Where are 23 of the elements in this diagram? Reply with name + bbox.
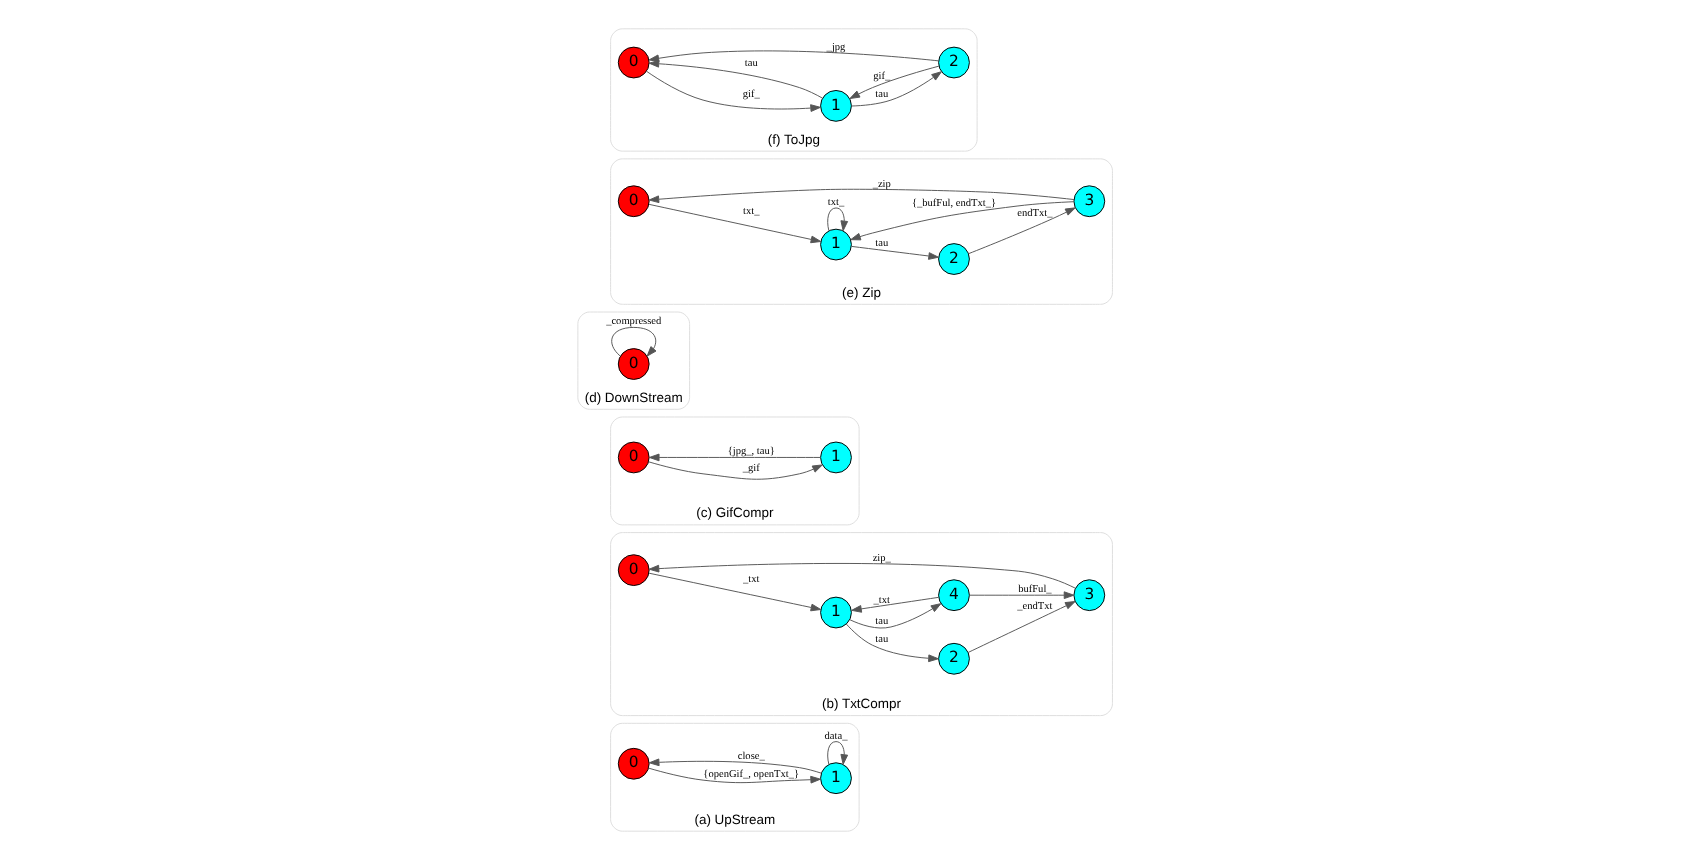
arrow	[967, 207, 1075, 255]
arrow	[966, 601, 1075, 653]
arrow	[850, 245, 938, 260]
arrow	[826, 741, 848, 765]
arrow	[848, 603, 941, 629]
arrow	[645, 70, 820, 112]
arrow	[844, 623, 938, 663]
arrow	[968, 591, 1074, 600]
arrow	[647, 758, 821, 774]
arrow	[849, 201, 1074, 241]
arrow	[647, 562, 1075, 589]
arrow	[647, 461, 822, 480]
arrow	[647, 50, 939, 63]
arrow	[647, 203, 821, 244]
arrow	[826, 207, 848, 232]
arrow	[647, 453, 821, 462]
arrow	[647, 767, 820, 784]
arrow	[647, 572, 821, 612]
arrow	[647, 188, 1074, 204]
arrow	[848, 65, 939, 100]
arrow	[610, 326, 656, 357]
arrow	[850, 71, 941, 107]
arrow	[850, 596, 938, 613]
